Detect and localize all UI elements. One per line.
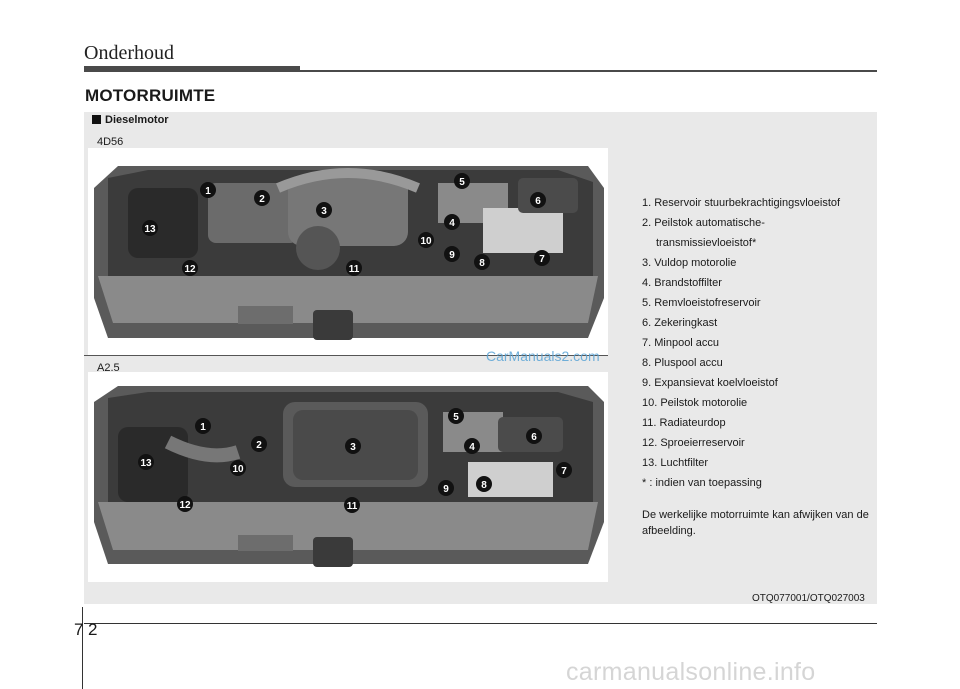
svg-text:7: 7 (539, 254, 545, 265)
callout-badge-7: 7 (534, 250, 550, 266)
svg-text:8: 8 (481, 480, 487, 491)
svg-text:9: 9 (449, 250, 455, 261)
callout-badge-6: 6 (526, 428, 542, 444)
header-rule (300, 70, 877, 72)
legend-item: 7. Minpool accu (642, 337, 720, 349)
image-reference-code: OTQ077001/OTQ027003 (752, 593, 865, 604)
callout-badge-3: 3 (316, 202, 332, 218)
svg-text:8: 8 (479, 258, 485, 269)
legend-note: De werkelijke motorruimte kan afwijken v… (642, 509, 869, 537)
page-number: 2 (88, 620, 98, 639)
page-header-title: Onderhoud (84, 42, 174, 64)
engine-label-4d56: 4D56 (97, 136, 124, 148)
svg-text:3: 3 (321, 206, 327, 217)
subsection-title: Dieselmotor (105, 114, 169, 126)
legend-footnote: * : indien van toepassing (642, 477, 762, 489)
footer-rule (84, 623, 877, 624)
callout-badge-2: 2 (254, 190, 270, 206)
svg-text:13: 13 (144, 224, 156, 235)
header-bar (84, 66, 300, 72)
legend-item: 3. Vuldop motorolie (642, 257, 737, 269)
engine-bay-illustration-4d56 (88, 148, 608, 356)
callout-badge-11: 11 (346, 260, 362, 276)
callout-badge-10: 10 (418, 232, 434, 248)
figure-divider (84, 355, 608, 356)
legend-item: 5. Remvloeistofreservoir (642, 297, 761, 309)
svg-text:13: 13 (140, 458, 152, 469)
callout-badge-4: 4 (444, 214, 460, 230)
svg-text:7: 7 (561, 466, 567, 477)
chapter-number: 7 (74, 620, 84, 639)
legend-item: 6. Zekeringkast (642, 317, 718, 329)
legend-item: 4. Brandstoffilter (642, 277, 722, 289)
callout-badge-2: 2 (251, 436, 267, 452)
bullet-square-icon (92, 115, 101, 124)
callout-badge-9: 9 (438, 480, 454, 496)
svg-text:6: 6 (531, 432, 537, 443)
callout-badge-5: 5 (454, 173, 470, 189)
svg-text:12: 12 (184, 264, 196, 275)
legend-item: 2. Peilstok automatische- (642, 217, 765, 229)
legend-item-continuation: transmissievloeistof* (656, 237, 757, 249)
callout-badge-9: 9 (444, 246, 460, 262)
callout-badge-12: 12 (177, 496, 193, 512)
svg-text:5: 5 (453, 412, 459, 423)
svg-text:2: 2 (256, 440, 262, 451)
legend-item: 9. Expansievat koelvloeistof (642, 377, 778, 389)
legend-item: 12. Sproeierreservoir (642, 437, 745, 449)
callout-badge-1: 1 (200, 182, 216, 198)
legend-item: 8. Pluspool accu (642, 357, 723, 369)
callout-badge-7: 7 (556, 462, 572, 478)
callout-badge-4: 4 (464, 438, 480, 454)
legend-item: 11. Radiateurdop (642, 417, 726, 429)
svg-text:5: 5 (459, 177, 465, 188)
callout-badge-13: 13 (142, 220, 158, 236)
svg-text:9: 9 (443, 484, 449, 495)
callout-badge-5: 5 (448, 408, 464, 424)
subsection-heading: Dieselmotor (92, 114, 169, 126)
section-title: MOTORRUIMTE (85, 86, 216, 105)
svg-text:3: 3 (350, 442, 356, 453)
svg-text:10: 10 (232, 464, 244, 475)
engine-label-a25: A2.5 (97, 362, 120, 374)
callout-badge-3: 3 (345, 438, 361, 454)
callout-badge-13: 13 (138, 454, 154, 470)
legend-item: 10. Peilstok motorolie (642, 397, 748, 409)
page-number-divider (82, 607, 83, 689)
footer-watermark: carmanualsonline.info (566, 658, 816, 686)
svg-text:2: 2 (259, 194, 265, 205)
svg-text:12: 12 (179, 500, 191, 511)
watermark-carmanuals: CarManuals2.com (486, 348, 600, 364)
legend-item: 13. Luchtfilter (642, 457, 709, 469)
callout-badge-1: 1 (195, 418, 211, 434)
svg-text:4: 4 (469, 442, 475, 453)
svg-text:11: 11 (347, 501, 358, 512)
callout-badge-11: 11 (344, 497, 360, 513)
svg-text:10: 10 (420, 236, 432, 247)
svg-text:11: 11 (349, 264, 360, 275)
svg-text:4: 4 (449, 218, 455, 229)
component-legend: 1. Reservoir stuurbekrachtigingsvloeisto… (642, 193, 872, 539)
callout-badge-8: 8 (476, 476, 492, 492)
legend-item: 1. Reservoir stuurbekrachtigingsvloeisto… (642, 197, 841, 209)
svg-text:1: 1 (200, 422, 206, 433)
callout-badge-10: 10 (230, 460, 246, 476)
svg-text:1: 1 (205, 186, 211, 197)
svg-text:6: 6 (535, 196, 541, 207)
callout-badge-8: 8 (474, 254, 490, 270)
callout-badge-6: 6 (530, 192, 546, 208)
callout-layer: 1 2 3 4 5 6 7 8 9 10 11 12 13 1 2 3 4 5 … (138, 173, 572, 513)
callout-badge-12: 12 (182, 260, 198, 276)
